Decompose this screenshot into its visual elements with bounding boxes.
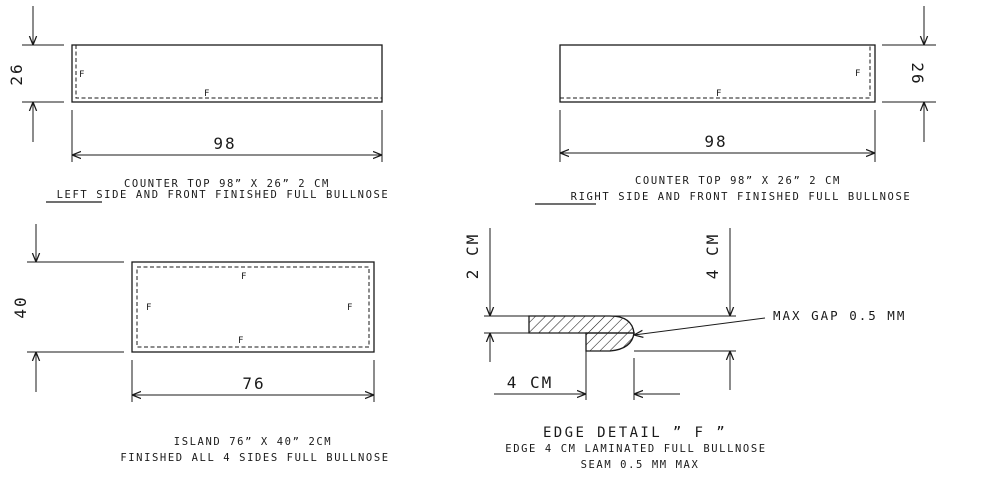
left-counter-finished-edge (75, 45, 382, 99)
island-edge-mark-top: F (241, 272, 246, 282)
island-width-dim: 76 (242, 374, 265, 393)
left-counter-caption-rest: SIDE AND FRONT FINISHED FULL BULLNOSE (88, 189, 389, 201)
edge-detail-line2: SEAM 0.5 MM MAX (581, 459, 700, 471)
right-counter-caption-line2: RIGHT SIDE AND FRONT FINISHED FULL BULLN… (571, 191, 912, 203)
right-counter-edge-mark-side: F (855, 69, 860, 79)
right-counter-width-dim: 98 (704, 132, 727, 151)
right-counter-caption-line1: COUNTER TOP 98” X 26” 2 CM (635, 175, 841, 187)
left-counter-top: F F 26 98 COUNTER TOP 98” X 26” 2 CM LEF… (7, 6, 390, 203)
gap-leader-line (634, 317, 766, 335)
island-caption-line2: FINISHED ALL 4 SIDES FULL BULLNOSE (120, 452, 389, 464)
right-counter-finished-edge (560, 45, 871, 99)
right-counter-height-dim: 26 (908, 62, 927, 85)
left-counter-caption-line1: COUNTER TOP 98” X 26” 2 CM (124, 178, 330, 190)
edge-detail-title: EDGE DETAIL ” F ” (543, 425, 727, 441)
edge-profile-top-layer (528, 315, 635, 334)
left-counter-outline (71, 44, 383, 103)
right-counter-outline (559, 44, 876, 103)
left-counter-edge-mark-side: F (79, 70, 84, 80)
edge-detail-2cm-label: 2 CM (463, 233, 482, 280)
right-counter-caption-rest: SIDE AND FRONT FINISHED FULL BULLNOSE (610, 191, 911, 203)
right-counter-edge-mark-front: F (716, 89, 721, 99)
island-outline (131, 261, 375, 353)
island: F F F F 40 76 ISLAND 76” X 40” 2CM FINIS… (11, 224, 389, 464)
island-edge-mark-right: F (347, 303, 352, 313)
island-edge-mark-bottom: F (238, 336, 243, 346)
island-height-dim: 40 (11, 295, 30, 318)
left-counter-height-dim: 26 (7, 62, 26, 85)
edge-detail: 2 CM 4 CM 4 CM MAX GAP 0.5 MM EDGE DETAI… (463, 228, 906, 471)
left-counter-caption-line2: LEFT SIDE AND FRONT FINISHED FULL BULLNO… (57, 189, 390, 201)
edge-profile-bottom-layer (585, 332, 635, 352)
edge-detail-line1: EDGE 4 CM LAMINATED FULL BULLNOSE (505, 443, 766, 455)
left-counter-caption-emphasis: LEFT (57, 189, 89, 201)
edge-detail-gap-label: MAX GAP 0.5 MM (773, 308, 906, 323)
edge-detail-4cm-horizontal-label: 4 CM (507, 373, 554, 392)
island-caption-line1: ISLAND 76” X 40” 2CM (174, 436, 332, 448)
right-counter-caption-emphasis: RIGHT (571, 191, 611, 203)
edge-detail-4cm-vertical-label: 4 CM (703, 233, 722, 280)
island-finished-edge (136, 266, 370, 348)
left-counter-width-dim: 98 (213, 134, 236, 153)
island-edge-mark-left: F (146, 303, 151, 313)
right-counter-top: F F 26 98 COUNTER TOP 98” X 26” 2 CM RIG… (535, 6, 936, 205)
left-counter-edge-mark-front: F (204, 89, 209, 99)
